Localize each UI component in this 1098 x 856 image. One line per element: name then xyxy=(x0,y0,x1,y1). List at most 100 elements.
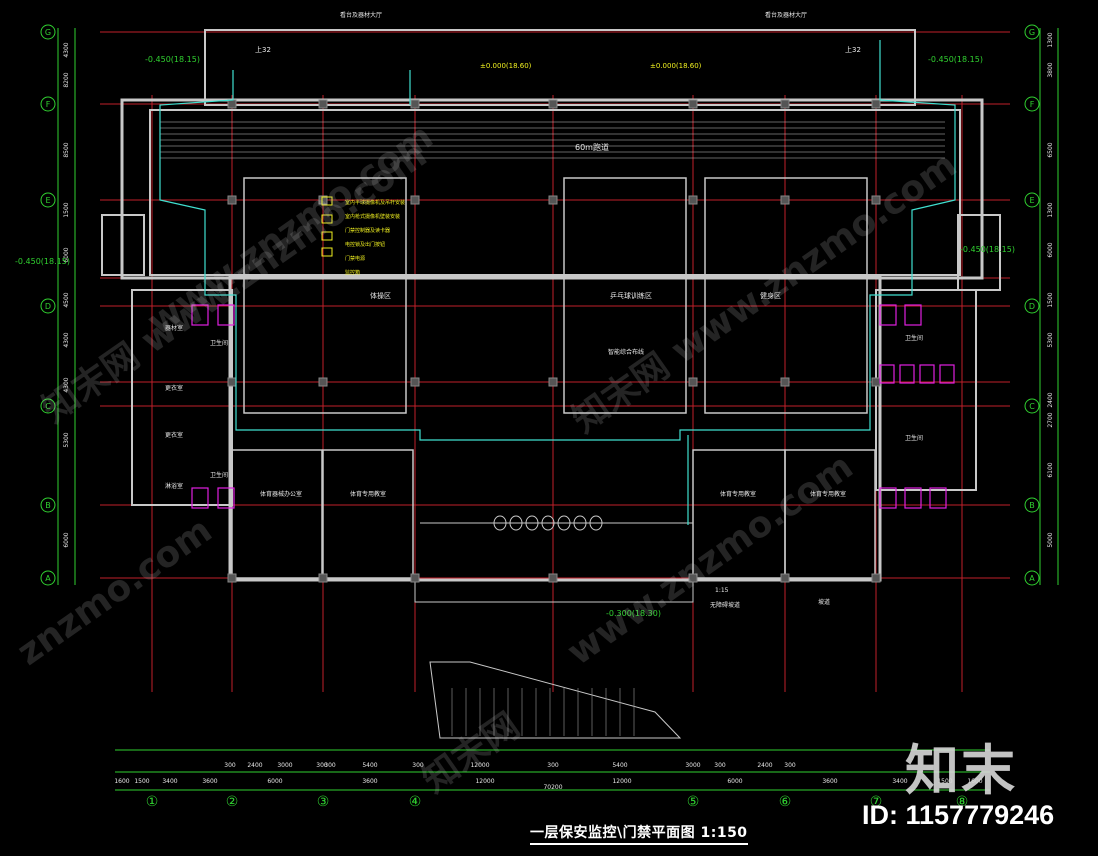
elevation-label: -0.300(18.30) xyxy=(606,609,661,618)
grid-bubble-left-label: A xyxy=(45,574,51,583)
grid-bubble-right xyxy=(1024,96,1040,112)
hall-gymnastics xyxy=(243,177,407,414)
hall-label: 健身区 xyxy=(760,291,781,300)
grid-bubble-right-label: E xyxy=(1029,196,1034,205)
dimension-label: 300 xyxy=(784,762,796,769)
lobby-door-swing xyxy=(541,515,555,531)
lobby-door-swing xyxy=(525,515,539,531)
plan-annotations: 60m跑道体操区乒乓球训练区健身区-0.450(18.15)-0.450(18.… xyxy=(15,11,1015,618)
dimension-label: 6000 xyxy=(1047,242,1054,257)
dimension-label: 300 xyxy=(224,762,236,769)
grid-bubble-right-label: A xyxy=(1029,574,1035,583)
grid-bubble-left-label: D xyxy=(45,302,51,311)
grid-bubble-left-label: G xyxy=(45,28,51,37)
toilet-stall-device xyxy=(904,487,922,509)
grid-bubble-bottom: ⑤ xyxy=(687,794,700,810)
dimension-label: 300 xyxy=(412,762,424,769)
structural-column xyxy=(318,195,328,205)
grid-bubble-left xyxy=(40,398,56,414)
dimension-label: 1500 xyxy=(937,778,952,785)
track-enclosure xyxy=(149,109,961,276)
grid-bubble-right xyxy=(1024,24,1040,40)
elevation-label: -0.450(18.15) xyxy=(928,55,983,64)
structural-column xyxy=(410,573,420,583)
room-label: 体育专用教室 xyxy=(810,490,846,498)
dimension-label: 2400 xyxy=(247,762,262,769)
building-walls xyxy=(101,29,1001,739)
classroom-room xyxy=(231,449,323,579)
grid-bubble-right xyxy=(1024,570,1040,586)
dimension-label: 3600 xyxy=(822,778,837,785)
hall-fitness xyxy=(704,177,868,414)
dimension-label: 5400 xyxy=(612,762,627,769)
dimension-label: 5400 xyxy=(362,762,377,769)
north-annex-wall xyxy=(204,29,916,106)
structural-column xyxy=(318,99,328,109)
lobby-door-swing xyxy=(557,515,571,531)
hall-table-tennis xyxy=(563,177,687,414)
cable-tray-route xyxy=(159,40,956,441)
entrance-canopy xyxy=(414,579,694,603)
legend-label: 电控锁及出门按钮 xyxy=(345,241,385,248)
ramp-label: 坡道 xyxy=(818,598,830,606)
structural-column xyxy=(871,195,881,205)
dimension-label: 300 xyxy=(714,762,726,769)
note-label: 智能综合布线 xyxy=(608,348,644,356)
structural-column xyxy=(227,99,237,109)
room-label: 更衣室 xyxy=(165,384,183,392)
image-id-label: ID: 1157779246 xyxy=(862,800,1055,830)
grid-bubble-left xyxy=(40,570,56,586)
toilet-stall-device xyxy=(879,304,897,326)
grid-bubble-right-label: G xyxy=(1029,28,1035,37)
toilet-stall-device xyxy=(929,487,947,509)
dimension-label: 6000 xyxy=(63,532,70,547)
dimension-label: 2400 xyxy=(757,762,772,769)
urinal-device xyxy=(879,364,895,384)
dimension-total-label: 70200 xyxy=(543,784,562,791)
legend-label: 门禁电源 xyxy=(345,255,365,262)
structural-column xyxy=(780,195,790,205)
legend-label: 室内半球摄像机及吊杆安装 xyxy=(345,199,405,206)
dimension-label: 3000 xyxy=(685,762,700,769)
elevation-label: -0.450(18.15) xyxy=(15,257,70,266)
dimension-label: 1300 xyxy=(1047,202,1054,217)
structural-column xyxy=(227,195,237,205)
grid-bubble-right-label: D xyxy=(1029,302,1035,311)
dimension-label: 2400 xyxy=(1047,392,1054,407)
dimension-label: 6100 xyxy=(1047,462,1054,477)
grid-bubble-bottom: ① xyxy=(146,794,159,810)
grid-bubble-bottom: ⑧ xyxy=(956,794,969,810)
structural-column xyxy=(548,99,558,109)
structural-column xyxy=(780,573,790,583)
grid-bubble-left xyxy=(40,96,56,112)
legend-label: 门禁控制器及读卡器 xyxy=(345,227,390,234)
structural-column xyxy=(318,573,328,583)
toilet-stall-device xyxy=(191,304,209,326)
dimension-label: 3600 xyxy=(202,778,217,785)
grid-bubble-bottom: ③ xyxy=(317,794,330,810)
structural-column xyxy=(780,377,790,387)
structural-column xyxy=(688,377,698,387)
dimension-label: 1500 xyxy=(1047,292,1054,307)
entrance-label: 无障碍坡道 xyxy=(710,601,740,609)
grid-bubble-left-label: E xyxy=(45,196,50,205)
dimension-label: 4300 xyxy=(63,332,70,347)
dimension-label: 5000 xyxy=(1047,532,1054,547)
legend-symbol xyxy=(321,231,333,241)
legend-label: 室内枪式摄像机壁装安装 xyxy=(345,213,400,220)
entrance-ramp xyxy=(429,661,682,739)
urinal-device xyxy=(919,364,935,384)
structural-column xyxy=(871,377,881,387)
structural-column xyxy=(548,195,558,205)
legend-symbol xyxy=(321,196,333,206)
lobby-door-swing xyxy=(589,515,603,531)
structural-column xyxy=(227,573,237,583)
stair-label: 上32 xyxy=(255,45,271,54)
grid-bubble-bottom: ⑥ xyxy=(779,794,792,810)
structural-column xyxy=(318,377,328,387)
dimension-label: 1600 xyxy=(114,778,129,785)
dimension-label: 3000 xyxy=(277,762,292,769)
dimension-label: 4300 xyxy=(63,42,70,57)
room-label: 卫生间 xyxy=(210,339,228,347)
